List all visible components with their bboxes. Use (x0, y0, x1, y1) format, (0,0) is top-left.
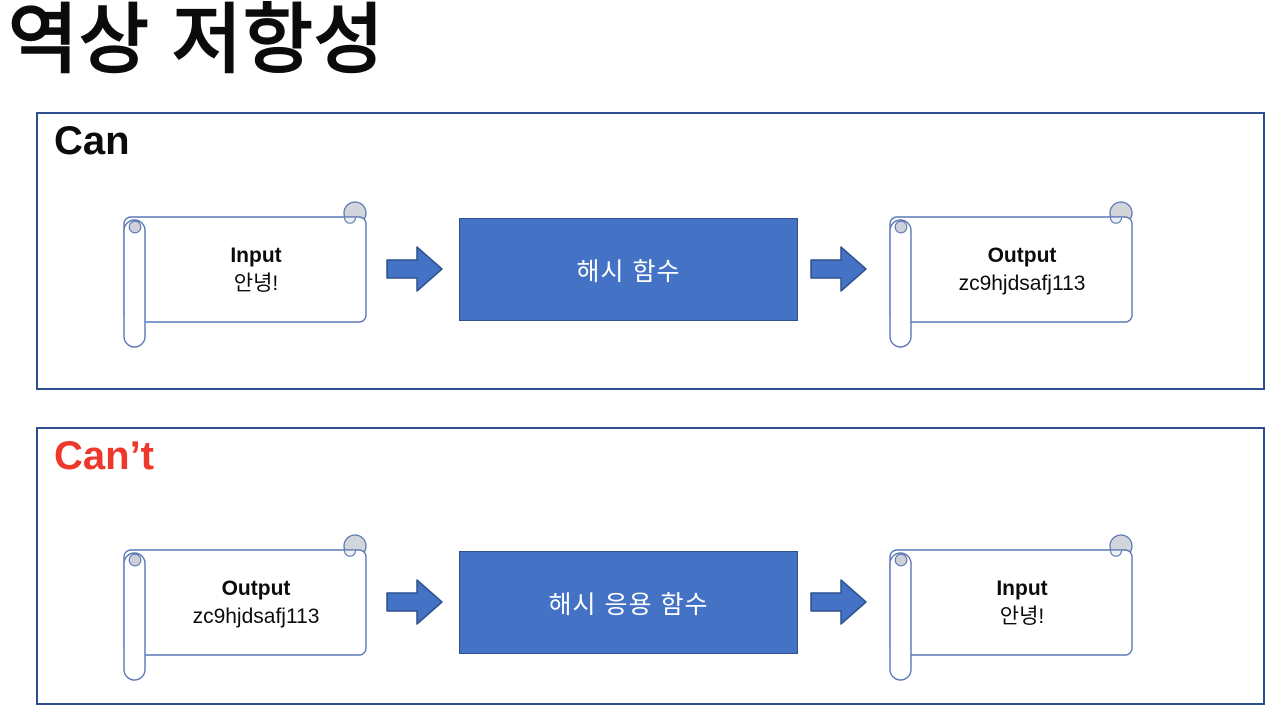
scroll-label: Output (221, 576, 291, 600)
scroll-shape-output: Output zc9hjdsafj113 (118, 533, 370, 683)
section-can: Can Input 안녕! 해시 함수 (36, 112, 1265, 390)
arrow-right-icon (810, 577, 868, 627)
scroll-value: 안녕! (233, 272, 279, 295)
scroll-text: Output zc9hjdsafj113 (148, 551, 364, 655)
section-cant: Can’t Output zc9hjdsafj113 해시 응용 함수 (36, 427, 1265, 705)
hash-inverse-function-box: 해시 응용 함수 (459, 551, 798, 654)
scroll-text: Input 안녕! (148, 218, 364, 322)
scroll-label: Output (987, 243, 1057, 267)
scroll-shape-input: Input 안녕! (884, 533, 1136, 683)
scroll-text: Output zc9hjdsafj113 (914, 218, 1130, 322)
hash-function-box: 해시 함수 (459, 218, 798, 321)
scroll-icon (889, 534, 1133, 681)
scroll-value: 안녕! (999, 605, 1045, 628)
scroll-icon (889, 201, 1133, 348)
arrow-right-icon (386, 577, 444, 627)
section-can-label: Can (54, 119, 130, 163)
slide-title: 역상 저항성 (8, 0, 385, 83)
scroll-icon (123, 534, 367, 681)
scroll-shape-output: Output zc9hjdsafj113 (884, 200, 1136, 350)
scroll-label: Input (996, 576, 1048, 600)
scroll-label: Input (230, 243, 282, 267)
section-cant-label: Can’t (54, 434, 154, 478)
scroll-value: zc9hjdsafj113 (192, 605, 320, 628)
scroll-text: Input 안녕! (914, 551, 1130, 655)
arrow-right-icon (810, 244, 868, 294)
arrow-right-icon (386, 244, 444, 294)
scroll-shape-input: Input 안녕! (118, 200, 370, 350)
scroll-icon (123, 201, 367, 348)
scroll-value: zc9hjdsafj113 (958, 272, 1086, 295)
